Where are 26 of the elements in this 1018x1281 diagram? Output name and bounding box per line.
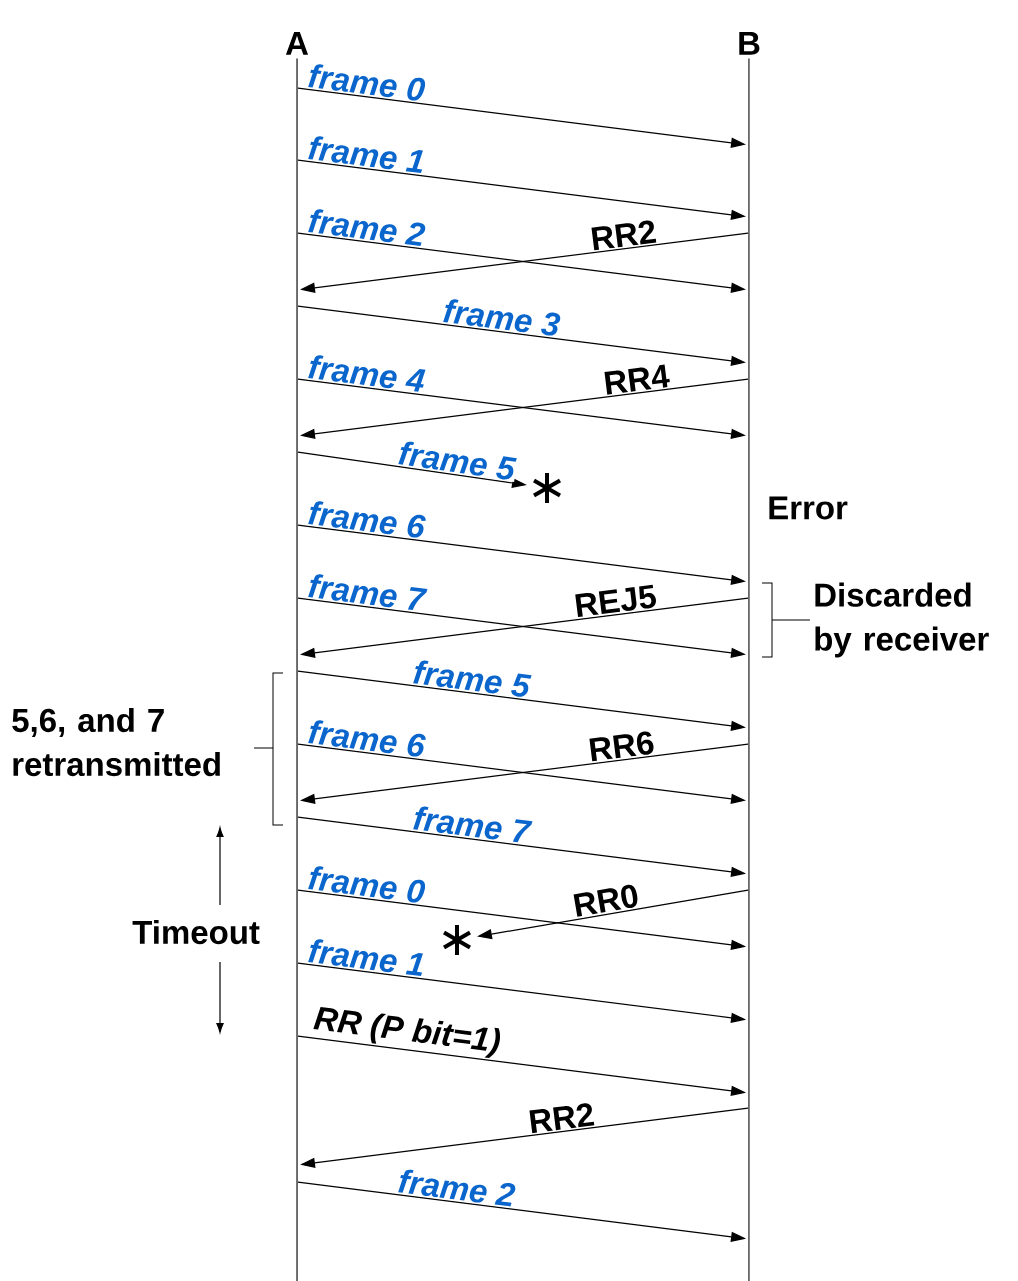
edge-label: RR0	[570, 882, 642, 919]
lifeline: B	[739, 32, 760, 1281]
edge-label: frame 0	[305, 61, 428, 103]
edge-label: frame 7	[410, 804, 533, 846]
edge-label: frame 5	[395, 439, 518, 483]
edge-label: frame 6	[305, 717, 428, 759]
edge-label: frame 6	[305, 498, 428, 540]
edge-label: RR4	[601, 363, 672, 397]
edge-label: frame 1	[305, 936, 428, 978]
asterisk	[533, 473, 561, 503]
edge-label: RR2	[588, 218, 659, 252]
note-text: 5,6, and 7 retransmitted	[12, 707, 220, 777]
edge-label: RR2	[526, 1101, 597, 1135]
edge-label: frame 4	[305, 352, 428, 394]
edge-label: frame 7	[305, 571, 428, 613]
edge-label: frame 5	[410, 658, 533, 700]
edge-label: frame 2	[395, 1167, 518, 1209]
edge-label: REJ5	[571, 583, 659, 619]
note-text: Discarded by receiver	[815, 582, 989, 658]
edge-label: frame 2	[305, 206, 428, 248]
edge-label: RR (P bit=1)	[310, 1004, 504, 1061]
edge-label: frame 0	[305, 863, 428, 905]
edge-label: frame 1	[305, 133, 428, 175]
asterisk	[443, 925, 471, 955]
edge-label: RR6	[586, 729, 657, 763]
edge-label: frame 3	[440, 296, 563, 338]
